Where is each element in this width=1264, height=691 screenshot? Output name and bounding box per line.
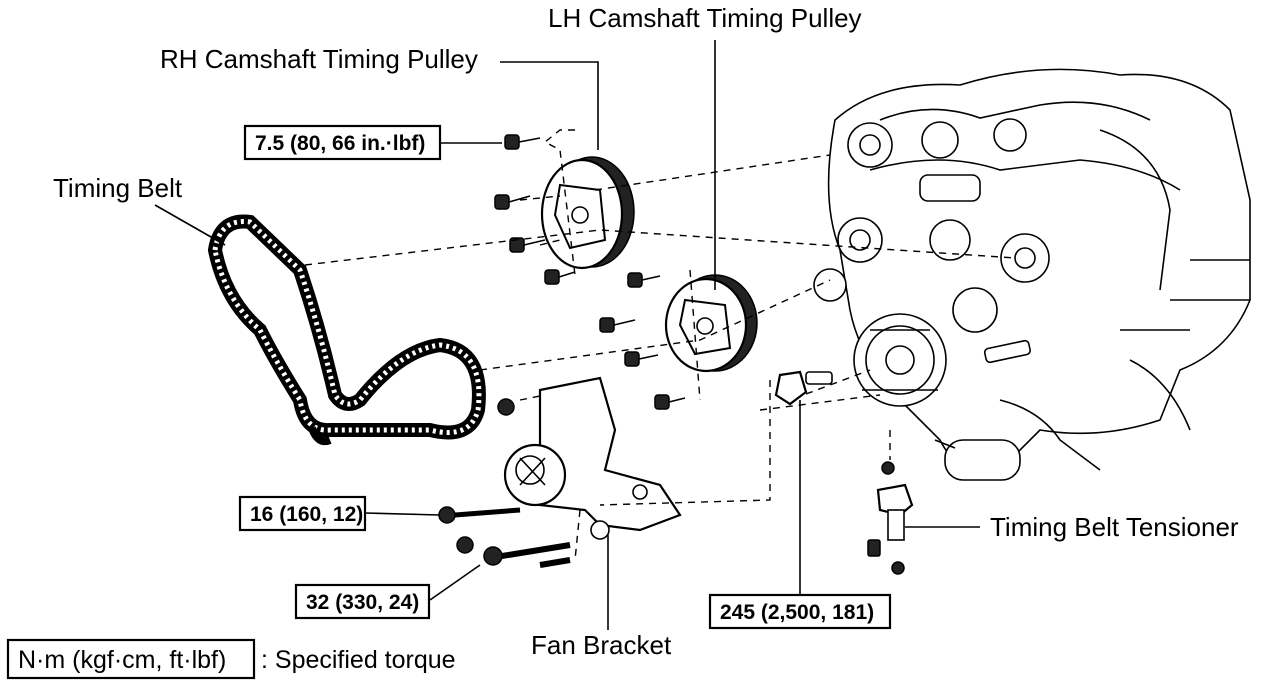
- rh-pulley-label: RH Camshaft Timing Pulley: [160, 44, 478, 74]
- engine-block: [813, 68, 1251, 481]
- torque-value-3: 32 (330, 24): [306, 591, 419, 614]
- torque-box-4: 245 (2,500, 181): [708, 593, 892, 630]
- torque-value-4: 245 (2,500, 181): [720, 601, 874, 624]
- bolts: [438, 134, 914, 575]
- timing-belt: [207, 214, 486, 446]
- leader-lines: [154, 40, 980, 630]
- fan-bracket: [503, 376, 682, 540]
- torque-box-2: 16 (160, 12): [238, 495, 367, 532]
- assembly-lines: [304, 129, 1016, 561]
- torque-box-1: 7.5 (80, 66 in.·lbf): [243, 124, 442, 161]
- fan-bracket-label: Fan Bracket: [531, 630, 672, 660]
- torque-value-2: 16 (160, 12): [250, 503, 363, 526]
- tensioner-label: Timing Belt Tensioner: [990, 512, 1239, 542]
- lh-pulley-label: LH Camshaft Timing Pulley: [548, 3, 862, 33]
- torque-legend: N·m (kgf·cm, ft·lbf) : Specified torque: [6, 638, 456, 680]
- torque-value-1: 7.5 (80, 66 in.·lbf): [255, 132, 425, 155]
- rh-camshaft-pulley: [540, 156, 635, 270]
- legend-description: : Specified torque: [261, 646, 456, 674]
- legend-unit: N·m (kgf·cm, ft·lbf): [18, 646, 226, 674]
- torque-box-3: 32 (330, 24): [294, 583, 431, 620]
- lh-camshaft-pulley: [664, 274, 758, 373]
- timing-belt-label: Timing Belt: [53, 173, 183, 203]
